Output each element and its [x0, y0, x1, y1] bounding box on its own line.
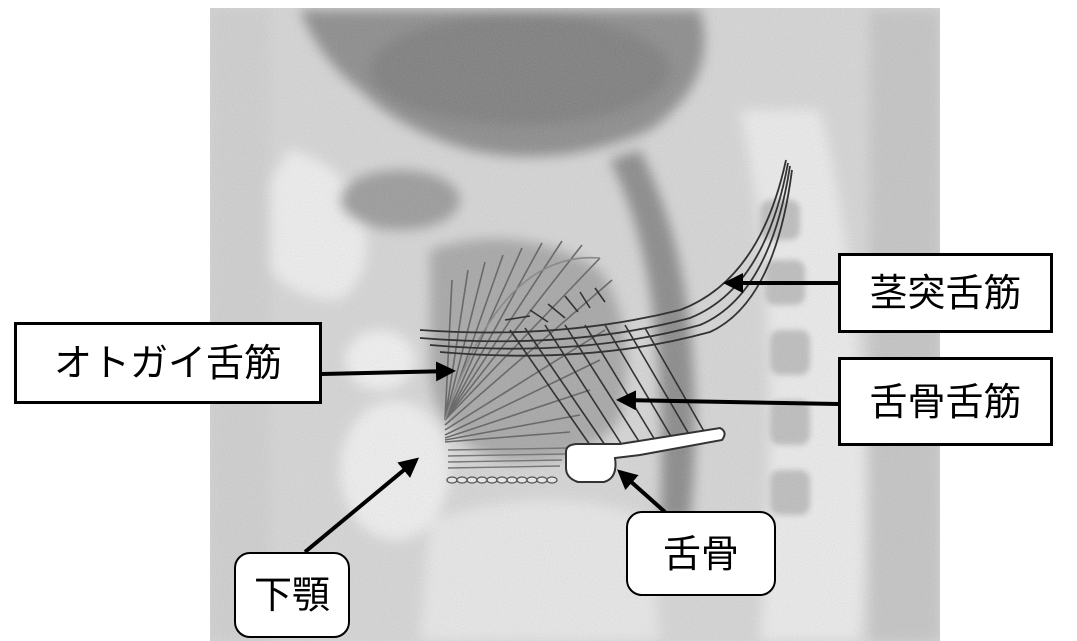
- chain-fibers: [447, 477, 557, 483]
- label-hyoglossus: 舌骨舌筋: [838, 357, 1053, 446]
- label-hyoid: 舌骨: [626, 511, 776, 596]
- label-mandible: 下顎: [234, 552, 350, 638]
- label-styloglossus: 茎突舌筋: [838, 253, 1053, 333]
- label-genioglossus: オトガイ舌筋: [14, 322, 322, 404]
